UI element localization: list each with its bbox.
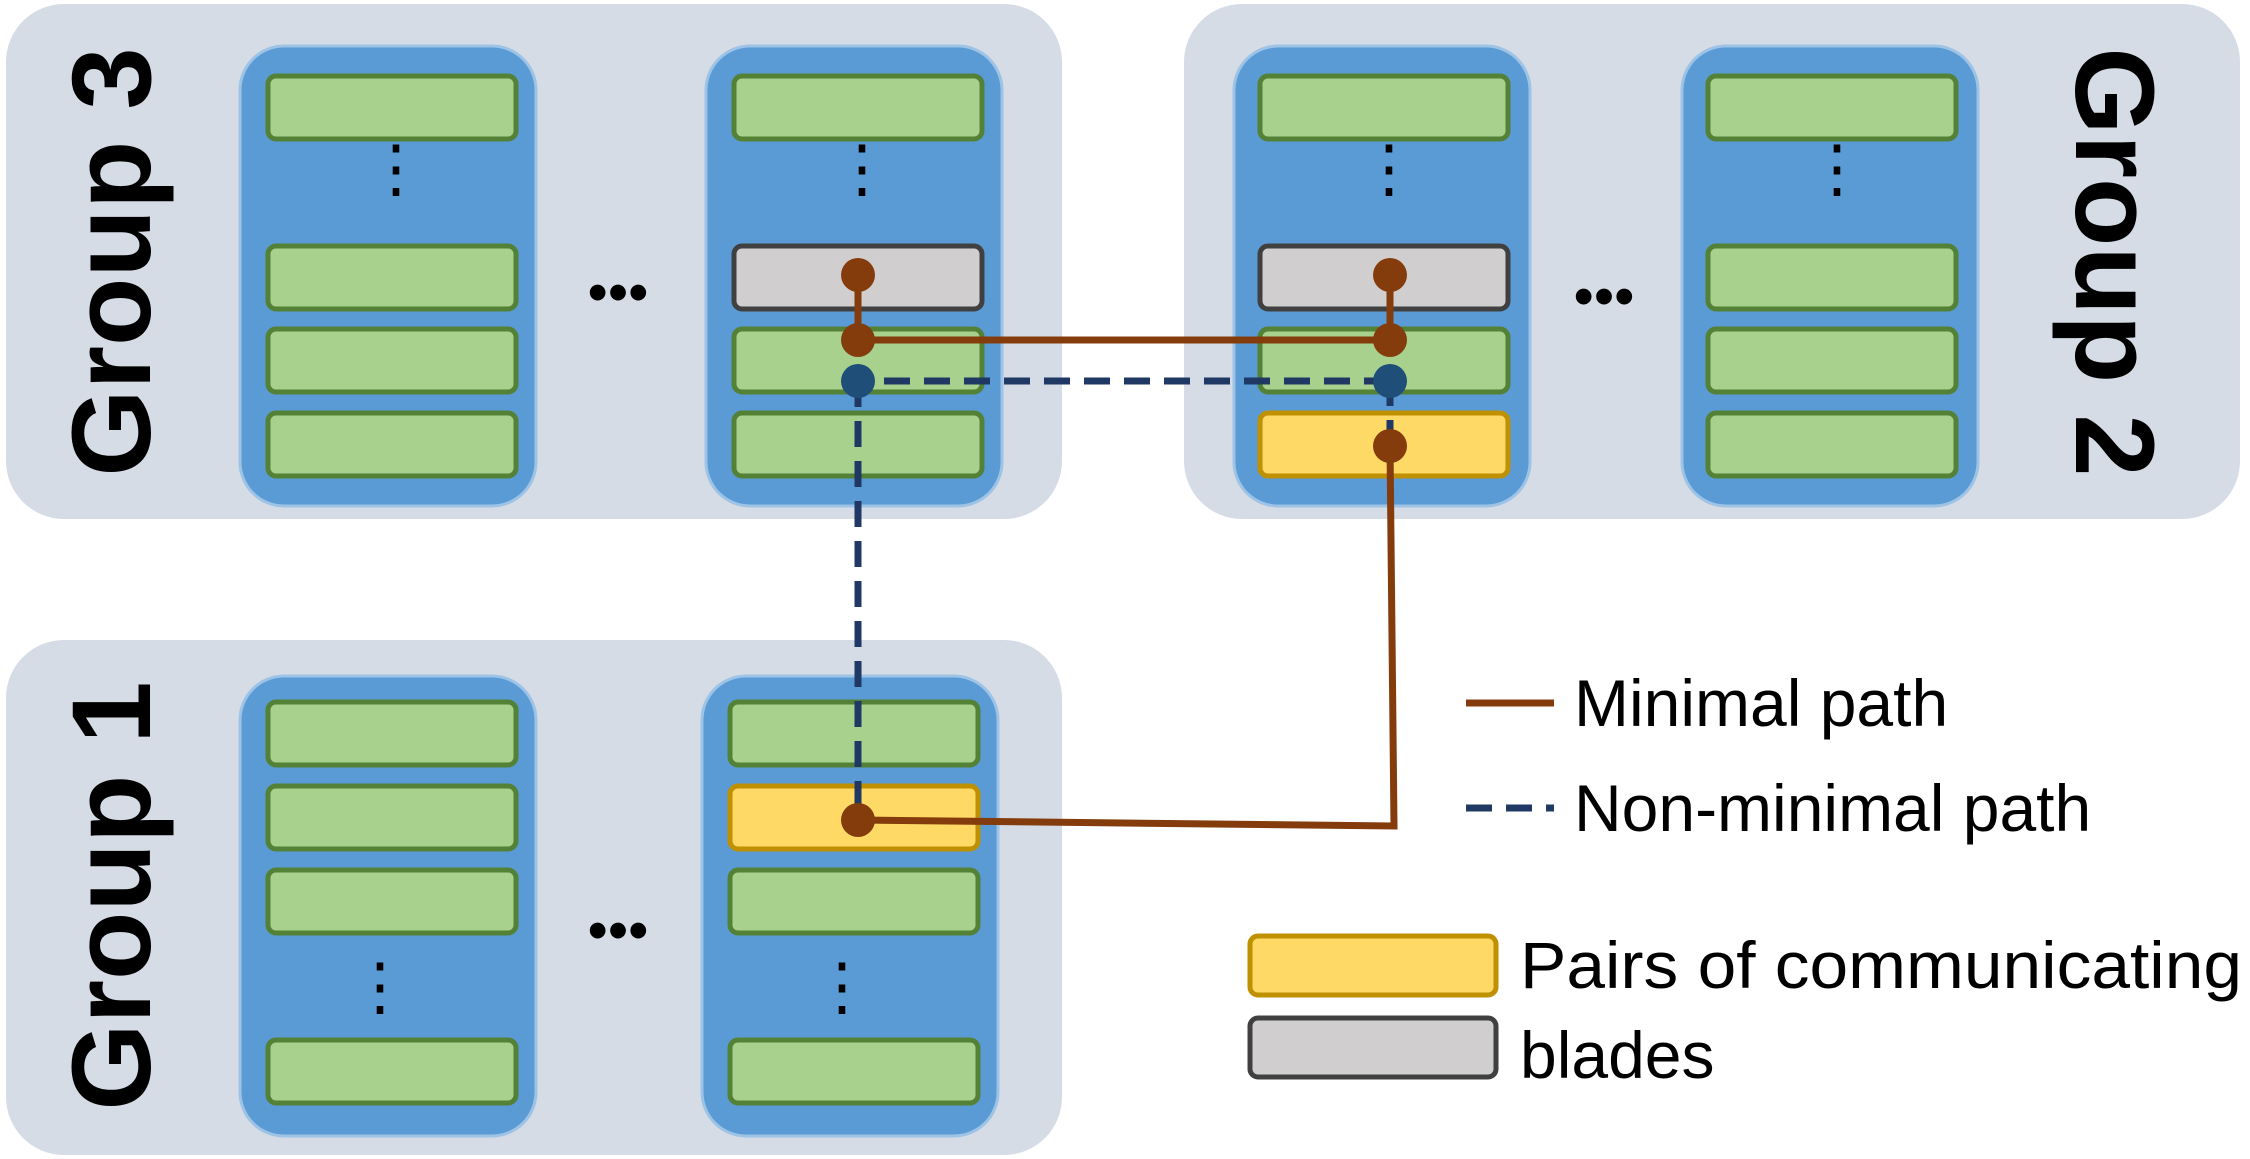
blade [727, 699, 981, 768]
blade [265, 73, 519, 142]
vertical-ellipsis: ⋮ [1357, 132, 1421, 204]
blade [1705, 243, 1959, 312]
legend-pairs-line2: blades [1520, 1018, 1715, 1092]
minimal-path-node [1373, 323, 1407, 357]
blade [1705, 326, 1959, 395]
group-2-chassis-right: ⋮ [1680, 44, 1980, 508]
minimal-path-node [1373, 429, 1407, 463]
blade [731, 73, 985, 142]
non-minimal-path-node [1373, 364, 1407, 398]
group-1-chassis-right: ⋮ [700, 674, 1000, 1138]
blade [265, 1037, 519, 1106]
blade [1705, 73, 1959, 142]
minimal-path-node [841, 258, 875, 292]
blade [265, 243, 519, 312]
minimal-path-node [1373, 258, 1407, 292]
vertical-ellipsis: ⋮ [830, 132, 894, 204]
legend: Minimal path Non-minimal path Pairs of c… [1247, 666, 2242, 1092]
blade [727, 1037, 981, 1106]
horizontal-ellipsis: ••• [1574, 264, 1635, 329]
horizontal-ellipsis: ••• [588, 260, 649, 325]
blade [265, 699, 519, 768]
blade [265, 783, 519, 852]
blade [1705, 410, 1959, 479]
yellow-blade-swatch [1247, 933, 1499, 998]
blade [727, 867, 981, 936]
group-3-chassis-left: ⋮ [238, 44, 538, 508]
blade [1257, 73, 1511, 142]
minimal-path-node [841, 803, 875, 837]
vertical-ellipsis: ⋮ [364, 132, 428, 204]
gray-blade-swatch [1247, 1015, 1499, 1080]
minimal-path-node [841, 323, 875, 357]
minimal-path [854, 275, 1398, 830]
legend-non-minimal-path: Non-minimal path [1574, 771, 2091, 845]
vertical-ellipsis: ⋮ [348, 950, 412, 1022]
group-3-label: Group 3 [49, 47, 174, 476]
blade [265, 326, 519, 395]
blade [265, 867, 519, 936]
horizontal-ellipsis: ••• [588, 898, 649, 963]
non-minimal-path-node [841, 364, 875, 398]
blade [265, 410, 519, 479]
group-2-label: Group 2 [2052, 47, 2177, 476]
group-1-label: Group 1 [49, 681, 174, 1110]
vertical-ellipsis: ⋮ [810, 950, 874, 1022]
group-1-chassis-left: ⋮ [238, 674, 538, 1138]
legend-minimal-path: Minimal path [1574, 666, 1948, 740]
vertical-ellipsis: ⋮ [1805, 132, 1869, 204]
legend-pairs-line1: Pairs of communicating [1520, 928, 2242, 1002]
